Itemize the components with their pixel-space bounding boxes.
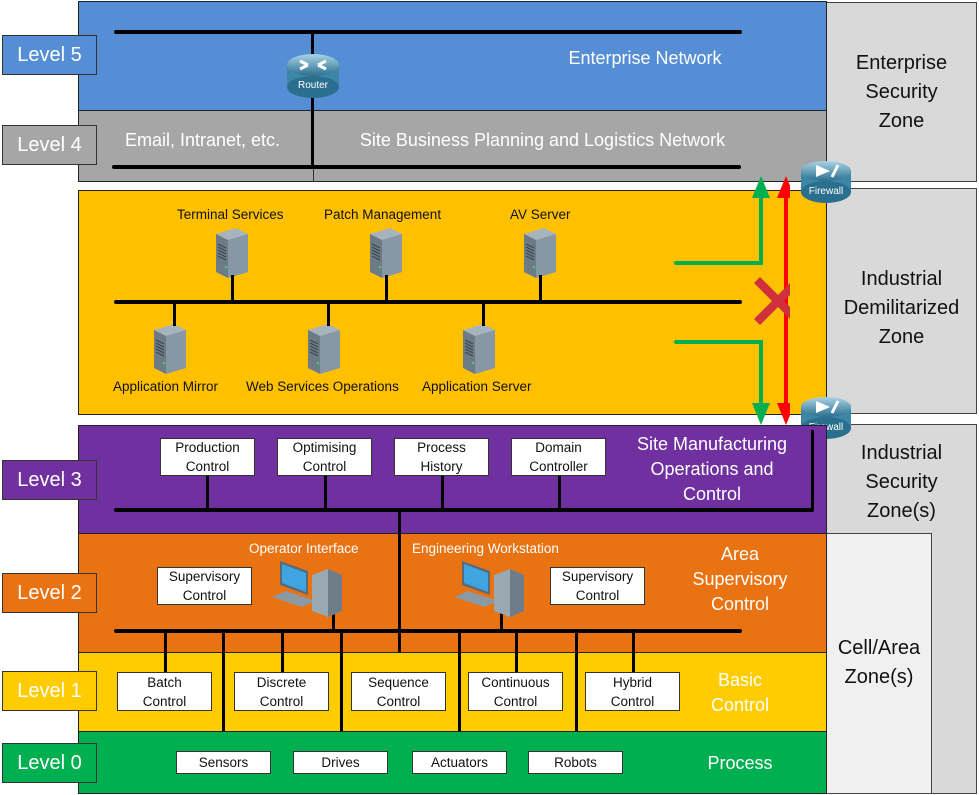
level2-badge: Level 2: [2, 573, 97, 613]
level1-badge: Level 1: [2, 671, 97, 711]
system-hybrid-control: Hybrid Control: [585, 672, 680, 711]
patch-management-link: [385, 275, 388, 302]
application-mirror-server-icon: [152, 322, 188, 381]
zone-industrial-dmz: Industrial Demilitarized Zone: [826, 188, 977, 414]
l3-drop-0: [206, 475, 209, 510]
system-optimising-control: Optimising Control: [277, 438, 372, 476]
l0-drop-1: [340, 631, 343, 753]
level5-title: Enterprise Network: [568, 48, 722, 68]
device-drives: Drives: [293, 751, 388, 774]
system-continuous-control: Continuous Control: [468, 672, 563, 711]
l1-drop-3: [515, 631, 518, 673]
firewall-top-label: Firewall: [808, 186, 844, 197]
l1-drop-4: [632, 631, 635, 673]
av-server-link: [539, 275, 542, 302]
zone-enterprise-security: Enterprise Security Zone: [826, 2, 977, 182]
engineering-workstation-icon: [454, 561, 524, 617]
zone-enterprise-label: Enterprise Security Zone: [855, 52, 948, 132]
system-domain-controller: Domain Controller: [511, 438, 606, 476]
l1-drop-1: [281, 631, 284, 673]
band-level4: [78, 110, 827, 182]
allowed-outbound-arrow: [674, 176, 770, 265]
level0-badge: Level 0: [2, 743, 97, 783]
av-server-server-icon: [522, 226, 558, 285]
router-link: [311, 32, 314, 167]
l2-ws-drop-1: [500, 600, 503, 631]
allowed-inbound-arrow: [674, 340, 770, 425]
level3-badge: Level 3: [2, 460, 97, 500]
dmz-bottom-label-1: Web Services Operations: [246, 379, 399, 394]
level4-badge: Level 4: [2, 125, 97, 165]
zone-industrial-label: Industrial Security Zone(s): [860, 442, 943, 522]
l1-drop-0: [164, 631, 167, 673]
l3-drop-3: [558, 475, 561, 510]
terminal-services-link: [231, 275, 234, 302]
system-supervisory-control-2: Supervisory Control: [550, 567, 645, 605]
l3-drop-1: [324, 475, 327, 510]
workstation-label-engineering: Engineering Workstation: [412, 541, 559, 556]
device-sensors: Sensors: [176, 751, 271, 774]
application-server-server-icon: [461, 322, 497, 381]
workstation-label-operator: Operator Interface: [249, 541, 359, 556]
dmz-top-label-2: AV Server: [510, 207, 571, 222]
traffic-flow-arrows: [674, 176, 790, 425]
bus-business: [112, 165, 741, 169]
band-level5: [78, 1, 827, 111]
l0-drop-0: [222, 631, 225, 753]
level1-title: Basic Control: [710, 670, 770, 715]
level4-left-title: Email, Intranet, etc.: [124, 130, 281, 150]
device-actuators: Actuators: [412, 751, 507, 774]
l0-drop-3: [575, 631, 578, 753]
level4-title: Site Business Planning and Logistics Net…: [359, 130, 726, 150]
blocked-x-icon: [754, 277, 790, 325]
level5-badge: Level 5: [2, 35, 97, 75]
zone-cell-label: Cell/Area Zone(s): [837, 637, 921, 688]
system-batch-control: Batch Control: [117, 672, 212, 711]
l3-l2-trunk: [398, 510, 401, 730]
application-mirror-link: [173, 302, 176, 326]
system-discrete-control: Discrete Control: [234, 672, 329, 711]
web-services-operations-link: [327, 302, 330, 326]
bus-dmz: [114, 300, 742, 304]
bus-enterprise: [114, 30, 742, 34]
operator-interface-workstation-icon: [272, 561, 342, 617]
level2-title: Area Supervisory Control: [692, 544, 788, 614]
dmz-bottom-label-0: Application Mirror: [113, 379, 219, 394]
system-supervisory-control-1: Supervisory Control: [157, 567, 252, 605]
dmz-top-label-0: Terminal Services: [177, 207, 284, 222]
patch-management-server-icon: [368, 226, 404, 285]
zone-cell-area: Cell/Area Zone(s): [826, 533, 932, 794]
l0-drop-2: [458, 631, 461, 753]
device-robots: Robots: [528, 751, 623, 774]
firewall-top-icon: Firewall: [800, 160, 852, 204]
application-server-link: [482, 302, 485, 326]
level3-firewall-link: [811, 430, 814, 510]
l2-ws-drop-0: [332, 600, 335, 631]
dmz-bottom-label-2: Application Server: [422, 379, 532, 394]
system-production-control: Production Control: [160, 438, 255, 476]
bus-level3: [114, 508, 814, 512]
bus-level2: [114, 629, 742, 633]
dmz-top-label-1: Patch Management: [324, 207, 442, 222]
l3-drop-2: [441, 475, 444, 510]
router-label: Router: [297, 80, 328, 91]
zone-idmz-label: Industrial Demilitarized Zone: [843, 268, 960, 348]
router-icon: Router: [286, 53, 340, 99]
web-services-operations-server-icon: [306, 322, 342, 381]
level0-title: Process: [707, 753, 773, 773]
level3-title: Site Manufacturing Operations and Contro…: [636, 434, 788, 504]
terminal-services-server-icon: [214, 226, 250, 285]
blocked-direct-arrow: [777, 176, 790, 425]
system-sequence-control: Sequence Control: [351, 672, 446, 711]
system-process-history: Process History: [394, 438, 489, 476]
